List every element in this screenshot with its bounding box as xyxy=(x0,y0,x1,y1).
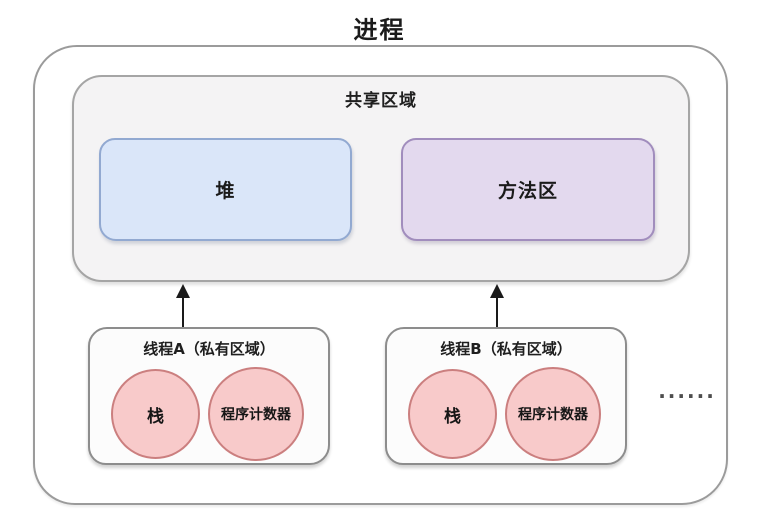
thread-b-box: 线程B（私有区域） 栈 程序计数器 xyxy=(385,327,627,465)
thread-a-box: 线程A（私有区域） 栈 程序计数器 xyxy=(88,327,330,465)
thread-a-stack-circle: 栈 xyxy=(111,369,200,459)
program-counter-label: 程序计数器 xyxy=(221,407,291,423)
method-area-box: 方法区 xyxy=(401,138,655,241)
method-area-label: 方法区 xyxy=(497,180,558,202)
thread-b-up-arrow-icon xyxy=(490,284,504,327)
heap-box: 堆 xyxy=(99,138,352,241)
thread-a-program-counter-circle: 程序计数器 xyxy=(208,367,304,461)
heap-label: 堆 xyxy=(215,180,236,202)
program-counter-label: 程序计数器 xyxy=(518,407,588,423)
arrow-head-icon xyxy=(490,284,504,298)
thread-a-label: 线程A（私有区域） xyxy=(143,340,275,358)
arrow-line xyxy=(496,298,498,327)
thread-a-up-arrow-icon xyxy=(176,284,190,327)
thread-b-stack-circle: 栈 xyxy=(408,369,497,459)
arrow-head-icon xyxy=(176,284,190,298)
arrow-line xyxy=(182,298,184,327)
thread-b-label: 线程B（私有区域） xyxy=(440,340,572,358)
shared-area-label: 共享区域 xyxy=(345,91,417,111)
stack-label: 栈 xyxy=(444,406,461,427)
more-threads-ellipsis: ······ xyxy=(658,384,716,408)
diagram-title: 进程 xyxy=(353,16,406,44)
thread-b-program-counter-circle: 程序计数器 xyxy=(505,367,601,461)
stack-label: 栈 xyxy=(147,406,164,427)
